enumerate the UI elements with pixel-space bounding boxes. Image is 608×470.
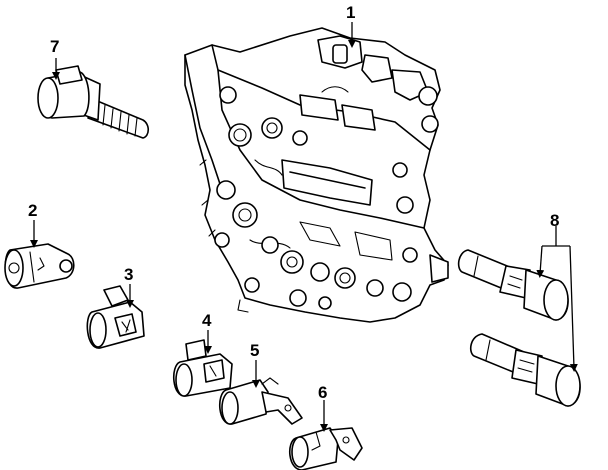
solenoid-5-part[interactable] bbox=[219, 377, 303, 425]
solenoid-7-part[interactable] bbox=[37, 65, 150, 139]
callout-6: 6 bbox=[318, 383, 327, 402]
callout-4: 4 bbox=[202, 311, 212, 330]
valve-body-part[interactable] bbox=[184, 27, 449, 323]
callout-8: 8 bbox=[550, 211, 559, 230]
solenoid-8-upper-part[interactable] bbox=[457, 249, 569, 321]
solenoid-8-lower-part[interactable] bbox=[469, 333, 581, 407]
callout-7: 7 bbox=[50, 37, 59, 56]
solenoid-3-part[interactable] bbox=[86, 285, 145, 349]
solenoid-4-part[interactable] bbox=[173, 339, 233, 397]
solenoid-2-part[interactable] bbox=[4, 243, 75, 289]
callout-1: 1 bbox=[346, 3, 355, 22]
callout-3: 3 bbox=[124, 265, 133, 284]
callout-5: 5 bbox=[250, 341, 259, 360]
leader-line-8 bbox=[536, 226, 578, 372]
callout-2: 2 bbox=[28, 201, 37, 220]
solenoid-6-part[interactable] bbox=[289, 427, 363, 470]
